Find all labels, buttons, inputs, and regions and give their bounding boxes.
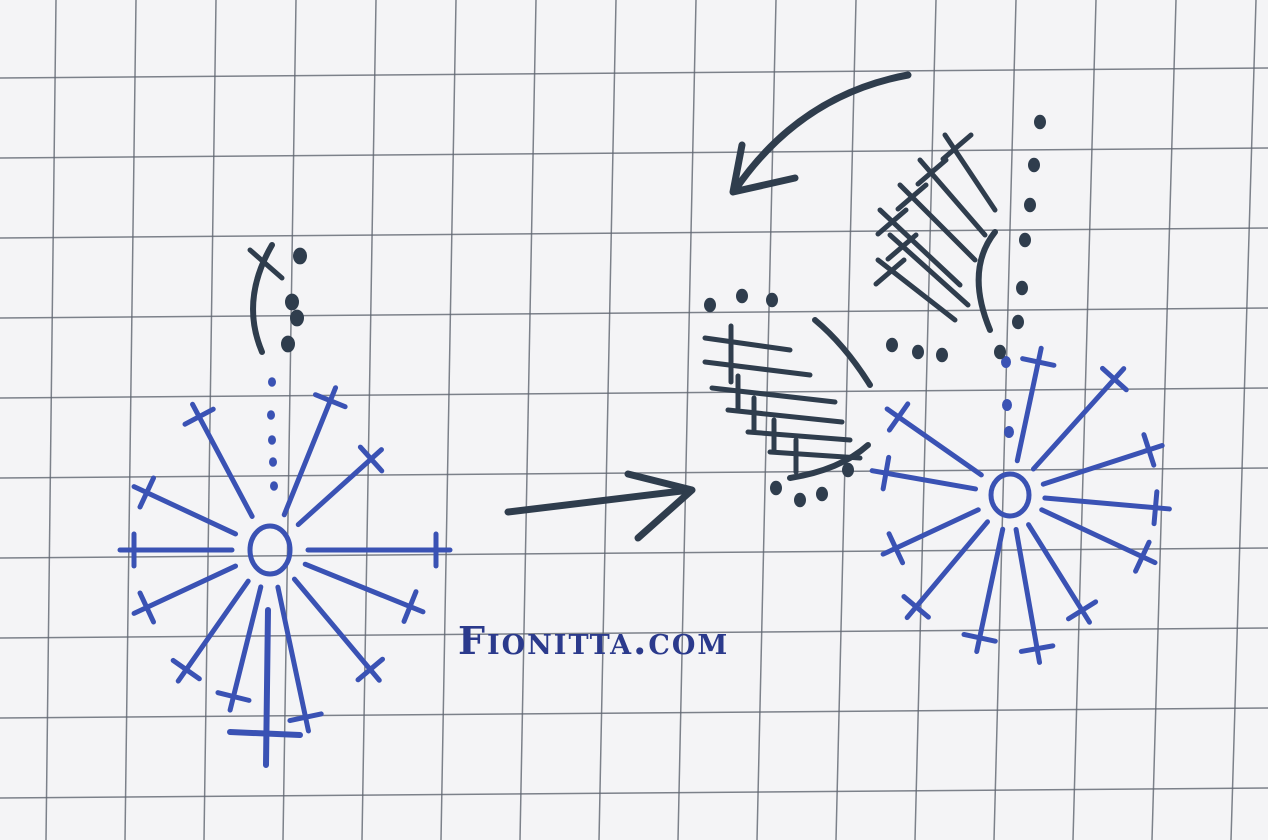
chain-dot [270, 481, 278, 491]
chain-dot [842, 463, 854, 477]
chain-dot [267, 410, 275, 420]
chain-dot [766, 293, 778, 307]
watermark-text: Fionitta.com [458, 622, 729, 660]
chain-dot [1004, 426, 1014, 438]
chain-dot [936, 348, 948, 362]
chain-dot [794, 493, 806, 507]
stitch-stem [266, 610, 268, 765]
chain-dot [269, 457, 277, 467]
chain-dot [816, 487, 828, 501]
stitch-crossbar [1154, 492, 1157, 524]
chain-dot [290, 310, 304, 327]
chain-dot [1002, 399, 1012, 411]
chain-dot [285, 294, 299, 311]
stitch-crossbar [230, 732, 300, 735]
chain-dot [1016, 281, 1028, 295]
chain-dot [886, 338, 898, 352]
chain-dot [1019, 233, 1031, 247]
chain-dot [770, 481, 782, 495]
chain-dot [281, 336, 295, 353]
chain-dot [1034, 115, 1046, 129]
chain-dot [293, 248, 307, 265]
chain-dot [736, 289, 748, 303]
chain-dot [1028, 158, 1040, 172]
chain-dot [912, 345, 924, 359]
chain-dot [994, 345, 1006, 359]
chain-dot [268, 435, 276, 445]
chain-dot [268, 377, 276, 387]
chain-dot [1024, 198, 1036, 212]
chain-dot [1012, 315, 1024, 329]
chain-dot [704, 298, 716, 312]
